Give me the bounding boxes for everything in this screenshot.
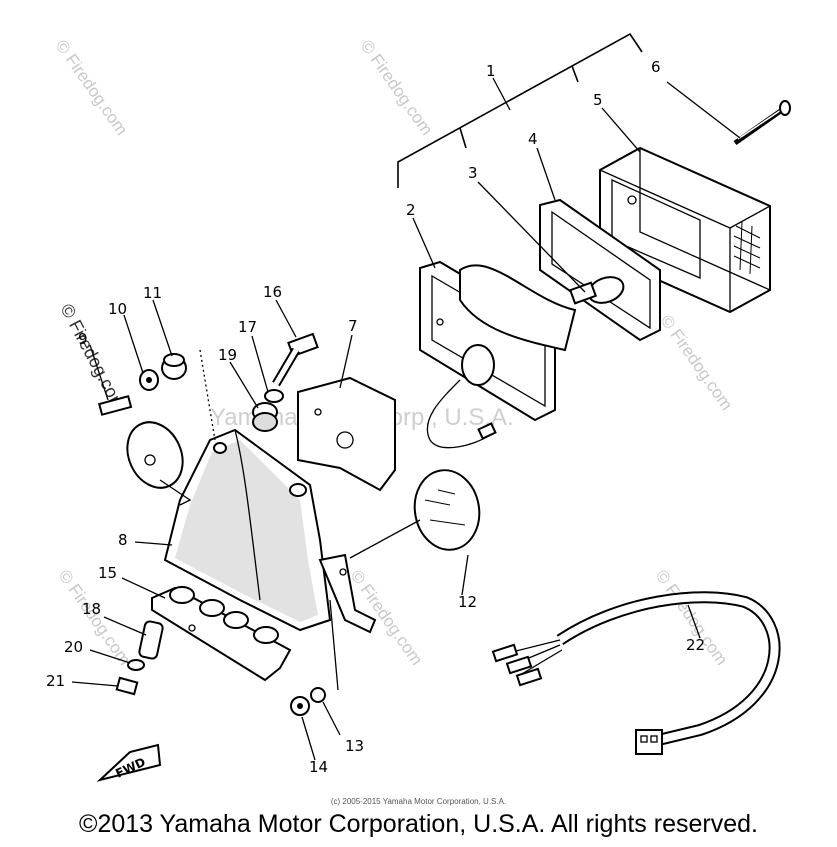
callout-19: 19 bbox=[218, 346, 237, 364]
callout-22: 22 bbox=[686, 636, 705, 654]
watermark: © Firedog.com bbox=[357, 36, 437, 138]
callout-18: 18 bbox=[82, 600, 101, 618]
callout-11: 11 bbox=[143, 284, 162, 302]
license-light-assembly bbox=[151, 586, 292, 682]
watermark: © Firedog.com bbox=[52, 36, 132, 138]
bulb bbox=[568, 276, 625, 305]
callout-21: 21 bbox=[46, 672, 65, 690]
tail-light-base bbox=[419, 260, 577, 449]
reflector bbox=[413, 469, 481, 551]
watermarks: © Firedog.com © Firedog.com © Firedog.co… bbox=[52, 36, 737, 668]
assembly-bracket bbox=[397, 32, 643, 188]
callout-16: 16 bbox=[263, 283, 282, 301]
watermark: © Firedog.com bbox=[657, 311, 737, 413]
callout-1: 1 bbox=[486, 62, 496, 80]
callout-9: 9 bbox=[78, 330, 88, 348]
callout-13: 13 bbox=[345, 737, 364, 755]
leader-lines bbox=[71, 77, 741, 761]
callout-14: 14 bbox=[309, 758, 328, 776]
callout-3: 3 bbox=[468, 164, 478, 182]
callout-2: 2 bbox=[406, 201, 416, 219]
wire-harness bbox=[491, 591, 781, 755]
callout-6: 6 bbox=[651, 58, 661, 76]
tail-light-bracket bbox=[126, 421, 377, 634]
license-plate-bracket bbox=[297, 376, 396, 492]
small-copyright: (c) 2005-2015 Yamaha Motor Corporation, … bbox=[330, 797, 507, 806]
callout-15: 15 bbox=[98, 564, 117, 582]
callout-10: 10 bbox=[108, 300, 127, 318]
callout-labels: 1 2 3 4 5 6 7 8 9 10 11 12 13 14 15 16 1… bbox=[46, 58, 705, 776]
forward-direction-tag: FWD bbox=[96, 743, 162, 782]
callout-4: 4 bbox=[528, 130, 538, 148]
callout-12: 12 bbox=[458, 593, 477, 611]
callout-20: 20 bbox=[64, 638, 83, 656]
fasteners bbox=[97, 332, 326, 716]
callout-8: 8 bbox=[118, 531, 128, 549]
callout-5: 5 bbox=[593, 91, 603, 109]
footer-copyright: ©2013 Yamaha Motor Corporation, U.S.A. A… bbox=[79, 810, 758, 838]
lens-screw bbox=[733, 100, 791, 146]
callout-7: 7 bbox=[348, 317, 358, 335]
callout-17: 17 bbox=[238, 318, 257, 336]
lens-gasket bbox=[539, 198, 661, 342]
